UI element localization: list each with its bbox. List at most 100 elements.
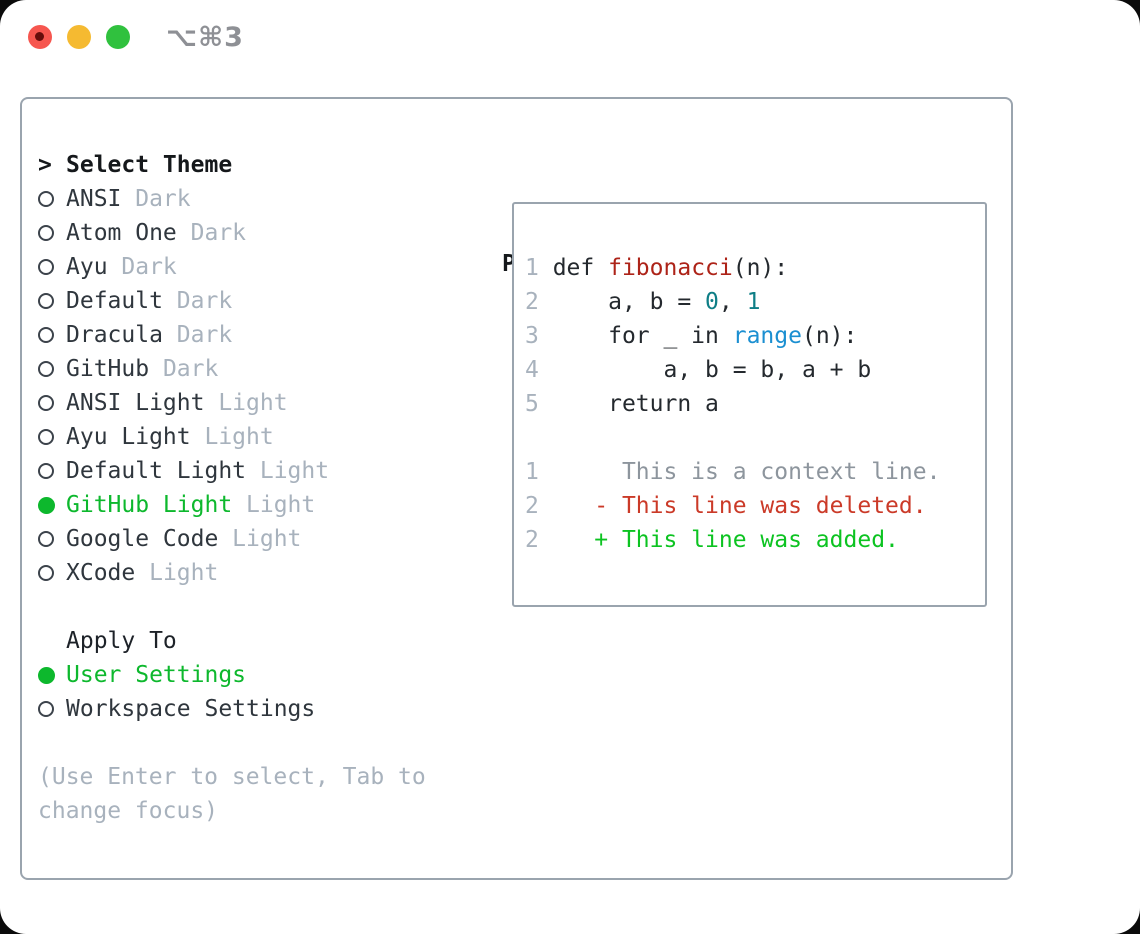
theme-name: Dracula [66,322,163,348]
code-token: a, b = [538,289,706,315]
theme-variant: Light [259,458,330,484]
line-number: 1 [525,255,539,281]
theme-variant: Light [204,424,274,450]
radio-icon [38,327,54,343]
code-token: a, b = b, a + b [538,357,872,383]
apply-option-workspace-settings[interactable]: Workspace Settings [38,692,478,726]
theme-variant: Light [246,492,316,518]
hint-text-line1: (Use Enter to select, Tab to [38,764,426,790]
apply-option-label: Workspace Settings [66,696,316,722]
line-number: 5 [525,391,539,417]
select-theme-label: Select Theme [66,152,233,178]
theme-option-ayu-dark[interactable]: Ayu Dark [38,250,478,284]
theme-option-xcode-light[interactable]: XCode Light [38,556,478,590]
radio-icon [38,463,54,479]
line-number: 2 [525,493,539,519]
radio-selected-icon [38,496,55,514]
line-number: 3 [525,323,539,349]
theme-option-atom-one-dark[interactable]: Atom One Dark [38,216,478,250]
code-line-blank [525,421,985,455]
spacer-row [38,590,478,624]
line-number: 4 [525,357,539,383]
code-token: , [718,289,747,315]
theme-name: GitHub Light [66,492,233,518]
theme-list: > Select Theme ANSI Dark Atom One Dark A… [38,148,478,828]
theme-option-ayu-light[interactable]: Ayu Light Light [38,420,478,454]
diff-context-line: 1 This is a context line. [525,455,985,489]
code-token: (n): [732,255,789,281]
theme-variant: Dark [135,186,191,212]
caret-icon: > [38,152,52,178]
close-button[interactable] [28,25,52,49]
theme-option-default-dark[interactable]: Default Dark [38,284,478,318]
code-line: 3 for _ in range(n): [525,319,985,353]
theme-name: Ayu Light [66,424,191,450]
title-bar: ⌥⌘3 [0,0,1140,74]
radio-icon [38,191,54,207]
theme-variant: Light [232,526,302,552]
spacer-row [38,726,478,760]
hint-text-line2: change focus) [38,798,219,824]
theme-option-github-light[interactable]: GitHub Light Light [38,488,478,522]
diff-deleted-line: 2 - This line was deleted. [525,489,985,523]
theme-variant: Dark [190,220,247,246]
code-preview: 1 def fibonacci(n): 2 a, b = 0, 1 3 for … [525,251,985,557]
radio-icon [38,293,54,309]
diff-added-line: 2 + This line was added. [525,523,985,557]
theme-option-ansi-light[interactable]: ANSI Light Light [38,386,478,420]
theme-name: Default [66,288,163,314]
theme-variant: Dark [176,322,233,348]
window-title: ⌥⌘3 [166,22,244,53]
theme-variant: Dark [162,356,219,382]
code-token: 0 [705,289,719,315]
radio-icon [38,565,54,581]
line-number: 2 [525,289,539,315]
code-line: 2 a, b = 0, 1 [525,285,985,319]
code-token: for _ in [538,323,733,349]
code-token: (n): [801,323,858,349]
theme-option-dracula-dark[interactable]: Dracula Dark [38,318,478,352]
theme-option-github-dark[interactable]: GitHub Dark [38,352,478,386]
theme-variant: Dark [121,254,177,280]
code-token: range [732,323,802,349]
code-token [539,527,594,553]
code-token: return a [538,391,719,417]
theme-variant: Dark [176,288,233,314]
line-number: 1 [525,459,539,485]
theme-picker-panel: > Select Theme ANSI Dark Atom One Dark A… [20,97,1013,880]
theme-option-google-code-light[interactable]: Google Code Light [38,522,478,556]
theme-variant: Light [149,560,219,586]
theme-name: Ayu [66,254,108,280]
radio-icon [38,259,54,275]
code-line: 5 return a [525,387,985,421]
zoom-button[interactable] [106,25,130,49]
theme-variant: Light [218,390,288,416]
theme-name: ANSI [66,186,122,212]
apply-to-header: Apply To [38,624,478,658]
theme-name: Google Code [66,526,219,552]
radio-icon [38,361,54,377]
code-token: This is a context line. [538,459,941,485]
code-line: 1 def fibonacci(n): [525,251,985,285]
theme-name: XCode [66,560,136,586]
radio-icon [38,225,54,241]
code-line: 4 a, b = b, a + b [525,353,985,387]
code-token: fibonacci [608,255,733,281]
code-token: + This line was added. [594,527,899,553]
minimize-button[interactable] [67,25,91,49]
radio-selected-icon [38,666,55,684]
radio-icon [38,395,54,411]
theme-name: Default Light [66,458,247,484]
code-token: - This line was deleted. [594,493,927,519]
theme-option-default-light[interactable]: Default Light Light [38,454,478,488]
radio-icon [38,531,54,547]
theme-name: GitHub [66,356,150,382]
code-token [539,493,594,519]
preview-box: 1 def fibonacci(n): 2 a, b = 0, 1 3 for … [512,202,987,607]
apply-option-label: User Settings [66,662,247,688]
radio-icon [38,429,54,445]
apply-option-user-settings[interactable]: User Settings [38,658,478,692]
apply-to-label: Apply To [66,628,177,654]
theme-option-ansi-dark[interactable]: ANSI Dark [38,182,478,216]
